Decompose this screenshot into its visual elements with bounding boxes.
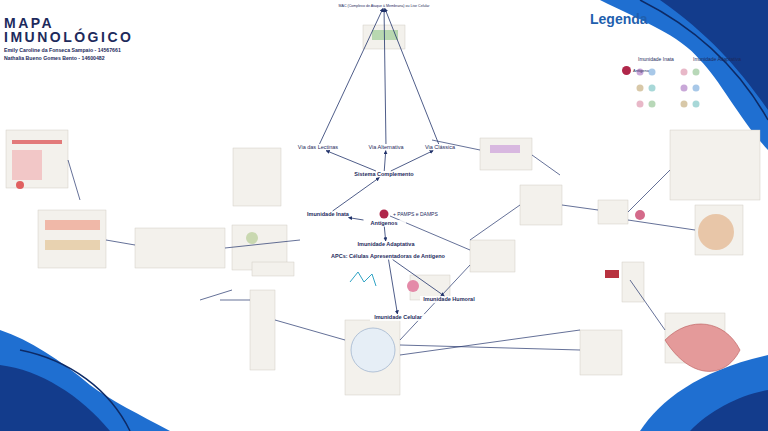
connector-arrow (349, 218, 364, 220)
concept-node: Sistema Complemento (350, 171, 418, 178)
connector-arrow (384, 227, 385, 241)
node-text: Imunidade Inata (298, 211, 358, 218)
author-name: Emily Caroline da Fonseca Sampaio - 1456… (4, 47, 121, 53)
node-text: APCs: Células Apresentadoras de Antígeno (318, 253, 458, 260)
node-text: Imunidade Humoral (420, 296, 478, 303)
cell-icon (637, 85, 644, 92)
legend-swatch (622, 66, 631, 75)
legend-text: Antígeno (633, 68, 649, 73)
corner-wave (690, 390, 768, 431)
legend-header: Imunidade Adaptativa (693, 56, 741, 62)
cell-icon (681, 101, 688, 108)
connector-arrow (391, 151, 433, 171)
concept-node: Imunidade Celular (370, 314, 426, 321)
connector-arrow (385, 8, 439, 144)
cell-icon (649, 69, 656, 76)
node-text: MAC (Complexo de Ataque à Membrana) ou L… (334, 4, 434, 8)
connector-arrow (320, 8, 383, 144)
concept-node: Imunidade Humoral (420, 296, 478, 303)
connector-arrow (384, 151, 386, 171)
connector-arrow (393, 260, 445, 296)
cell-icon (637, 101, 644, 108)
cell-icon (649, 101, 656, 108)
cell-icon (693, 85, 700, 92)
node-text: Antígenos (362, 220, 406, 227)
node-text: Imunidade Celular (370, 314, 426, 321)
node-text: Via Alternativa (364, 144, 408, 151)
connector-arrow (389, 260, 398, 314)
antigen-icon (380, 210, 389, 219)
node-text: Imunidade Adaptativa (352, 241, 420, 248)
cell-icon (681, 69, 688, 76)
legend-title: Legenda (590, 11, 648, 27)
concept-node: Via Clássica (420, 144, 460, 151)
annotation: + PAMPS e DAMPS (393, 211, 438, 217)
connector-arrow (333, 178, 380, 211)
figure-panel (6, 25, 760, 395)
cell-icon (693, 101, 700, 108)
cell-icon (681, 85, 688, 92)
connector-arrow (326, 151, 376, 171)
author-name: Nathalia Bueno Gomes Bento - 14600482 (4, 55, 105, 61)
concept-node: Antígenos (362, 220, 406, 227)
corner-wave (0, 330, 170, 431)
leader-line (68, 140, 695, 355)
cell-icon (649, 85, 656, 92)
concept-node: APCs: Células Apresentadoras de Antígeno (318, 253, 458, 260)
legend-header: Imunidade Inata (638, 56, 674, 62)
node-text: Sistema Complemento (350, 171, 418, 178)
figure-detail (12, 30, 740, 372)
node-text: Via Clássica (420, 144, 460, 151)
concept-node: Imunidade Adaptativa (352, 241, 420, 248)
concept-node: Via das Lectinas (296, 144, 340, 151)
corner-wave (0, 365, 110, 431)
title: MAPA IMUNOLÓGICO (4, 16, 114, 44)
corner-wave (20, 350, 130, 431)
legend-item: Antígeno (622, 66, 649, 75)
node-text: Via das Lectinas (296, 144, 340, 151)
cell-icon (693, 69, 700, 76)
concept-node: Imunidade Inata (298, 211, 358, 218)
connector-arrow (384, 8, 386, 144)
concept-node: MAC (Complexo de Ataque à Membrana) ou L… (334, 4, 434, 8)
concept-node: Via Alternativa (364, 144, 408, 151)
